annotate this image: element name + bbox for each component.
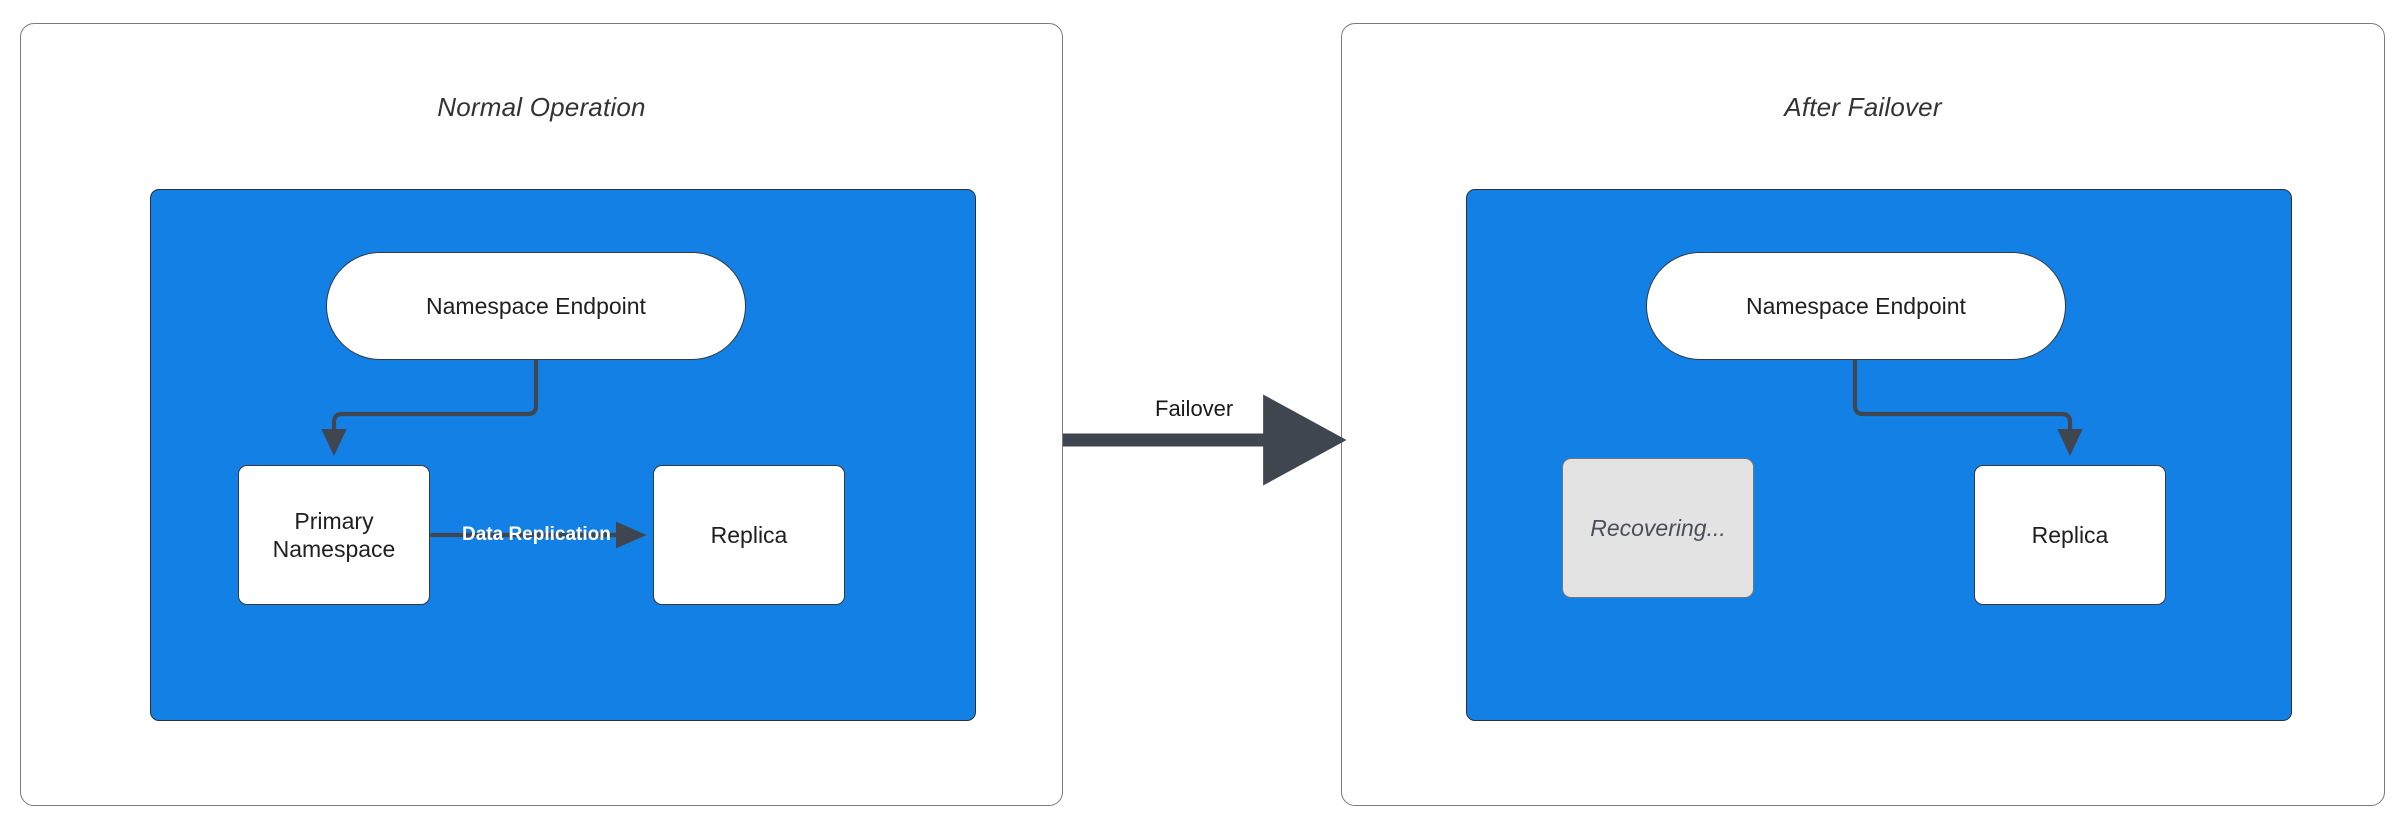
node-namespace-endpoint-left[interactable]: Namespace Endpoint — [326, 252, 746, 360]
panel-title-normal-operation: Normal Operation — [437, 92, 646, 122]
edge-label-data-replication: Data Replication — [462, 524, 611, 545]
node-label: Namespace Endpoint — [426, 292, 646, 319]
node-label-line-2: Namespace — [272, 536, 396, 562]
node-label: Namespace Endpoint — [1746, 292, 1966, 319]
node-label: Replica — [710, 521, 788, 548]
panel-normal-operation: Normal Operation — [20, 23, 1063, 806]
node-replica-right[interactable]: Replica — [1974, 465, 2166, 605]
node-label: Primary Namespace — [273, 507, 396, 563]
panel-title-after-failover: After Failover — [1784, 92, 1942, 122]
panel-after-failover: After Failover — [1341, 23, 2385, 806]
node-label: Recovering... — [1590, 514, 1726, 541]
node-recovering[interactable]: Recovering... — [1562, 458, 1754, 598]
node-label: Replica — [2031, 521, 2109, 548]
edge-label-failover: Failover — [1155, 396, 1234, 421]
node-namespace-endpoint-right[interactable]: Namespace Endpoint — [1646, 252, 2066, 360]
node-replica-left[interactable]: Replica — [653, 465, 845, 605]
node-primary-namespace[interactable]: Primary Namespace — [238, 465, 430, 605]
node-label-line-1: Primary — [294, 507, 374, 534]
